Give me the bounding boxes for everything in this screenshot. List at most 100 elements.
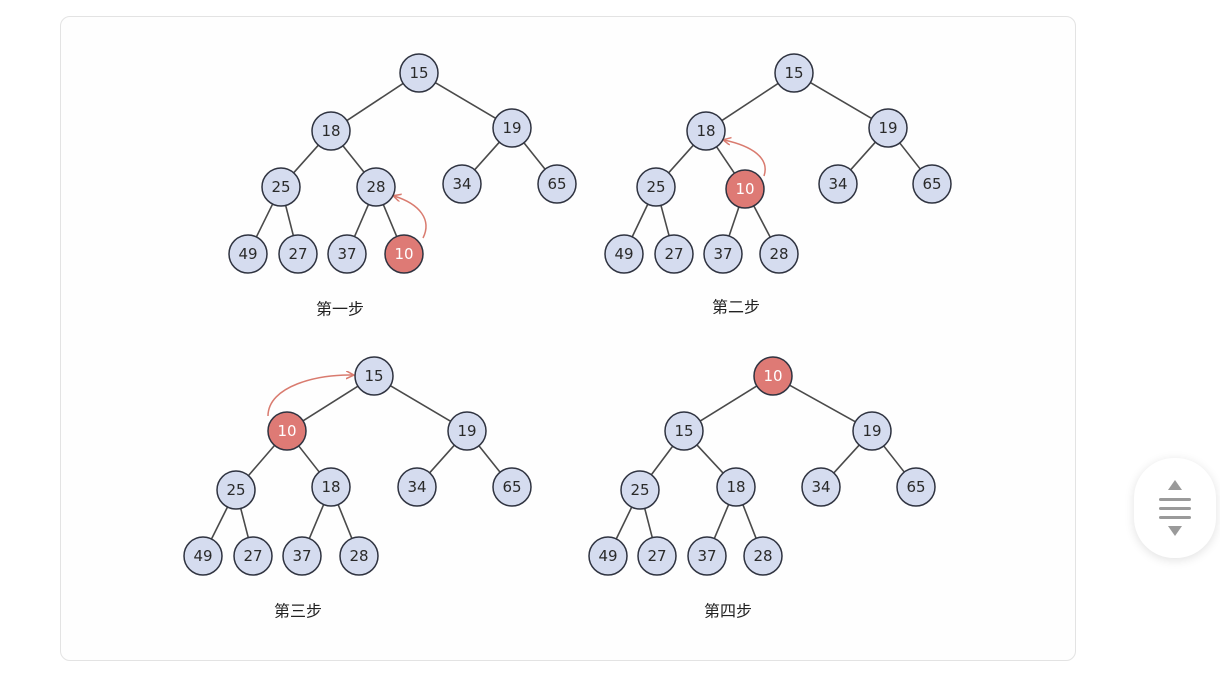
tree-node: 28	[759, 234, 799, 274]
node-value: 10	[394, 245, 413, 263]
tree-node: 27	[654, 234, 694, 274]
tree-node: 18	[311, 111, 351, 151]
node-circle	[233, 536, 273, 576]
tree-edge	[382, 204, 398, 237]
highlighted-node-circle	[384, 234, 424, 274]
node-value: 15	[409, 64, 428, 82]
tree-node: 10	[267, 411, 307, 451]
node-value: 37	[713, 245, 732, 263]
tree-edge	[696, 444, 724, 474]
node-value: 19	[457, 422, 476, 440]
node-value: 18	[321, 122, 340, 140]
node-circle	[637, 536, 677, 576]
tree-node: 19	[492, 108, 532, 148]
step-label: 第四步	[704, 602, 752, 621]
node-value: 27	[664, 245, 683, 263]
node-value: 18	[321, 478, 340, 496]
tree-node: 15	[399, 53, 439, 93]
tree-node: 27	[233, 536, 273, 576]
tree-edge	[850, 141, 876, 171]
node-value: 18	[726, 478, 745, 496]
node-circle	[492, 108, 532, 148]
tree-node: 34	[442, 164, 482, 204]
tree-edge	[833, 444, 860, 474]
swap-arrow	[394, 196, 427, 239]
node-circle	[397, 467, 437, 507]
node-value: 15	[364, 367, 383, 385]
node-circle	[868, 108, 908, 148]
node-value: 49	[598, 547, 617, 565]
node-circle	[801, 467, 841, 507]
node-value: 34	[452, 175, 471, 193]
node-value: 37	[292, 547, 311, 565]
node-circle	[703, 234, 743, 274]
tree-edge	[643, 508, 654, 538]
tree-edge	[434, 81, 497, 120]
node-circle	[228, 234, 268, 274]
tree-node: 25	[216, 470, 256, 510]
node-value: 15	[784, 64, 803, 82]
node-value: 34	[811, 478, 830, 496]
node-value: 28	[366, 178, 385, 196]
tree-edge	[255, 203, 274, 238]
tree-edge	[715, 146, 736, 174]
node-circle	[636, 167, 676, 207]
tree-node: 28	[339, 536, 379, 576]
tree-node: 27	[637, 536, 677, 576]
tree-edge	[660, 205, 670, 236]
node-circle	[604, 234, 644, 274]
scroll-widget[interactable]	[1134, 458, 1216, 558]
tree-node: 49	[588, 536, 628, 576]
drag-lines-icon	[1159, 507, 1191, 510]
tree-node: 37	[282, 536, 322, 576]
node-circle	[216, 470, 256, 510]
tree-node: 10	[725, 169, 765, 209]
node-value: 49	[614, 245, 633, 263]
tree-edge	[239, 508, 250, 538]
tree-node: 18	[686, 111, 726, 151]
triangle-up-icon[interactable]	[1168, 480, 1182, 490]
node-value: 65	[502, 478, 521, 496]
tree-edge	[210, 506, 229, 540]
tree-edge	[293, 144, 319, 174]
node-circle	[588, 536, 628, 576]
node-circle	[654, 234, 694, 274]
node-value: 25	[226, 481, 245, 499]
node-circle	[896, 467, 936, 507]
node-circle	[664, 411, 704, 451]
step-label: 第一步	[316, 300, 364, 319]
tree-edge	[353, 204, 370, 237]
node-circle	[743, 536, 783, 576]
step-label: 第二步	[712, 298, 760, 317]
tree-edge	[308, 504, 325, 539]
node-circle	[261, 167, 301, 207]
node-circle	[183, 536, 223, 576]
tree-node: 49	[183, 536, 223, 576]
tree-node: 27	[278, 234, 318, 274]
tree-node: 28	[356, 167, 396, 207]
node-circle	[442, 164, 482, 204]
node-circle	[852, 411, 892, 451]
node-value: 65	[547, 175, 566, 193]
tree-edge	[699, 385, 758, 422]
tree-node: 25	[636, 167, 676, 207]
tree-edge	[721, 82, 779, 122]
node-value: 15	[674, 422, 693, 440]
tree-node: 18	[716, 467, 756, 507]
triangle-down-icon[interactable]	[1168, 526, 1182, 536]
node-circle	[354, 356, 394, 396]
drag-lines-icon	[1159, 516, 1191, 519]
node-circle	[447, 411, 487, 451]
node-value: 25	[271, 178, 290, 196]
node-value: 19	[502, 119, 521, 137]
node-circle	[818, 164, 858, 204]
tree-edge	[899, 142, 921, 170]
node-circle	[716, 467, 756, 507]
tree-node: 19	[852, 411, 892, 451]
node-value: 49	[193, 547, 212, 565]
